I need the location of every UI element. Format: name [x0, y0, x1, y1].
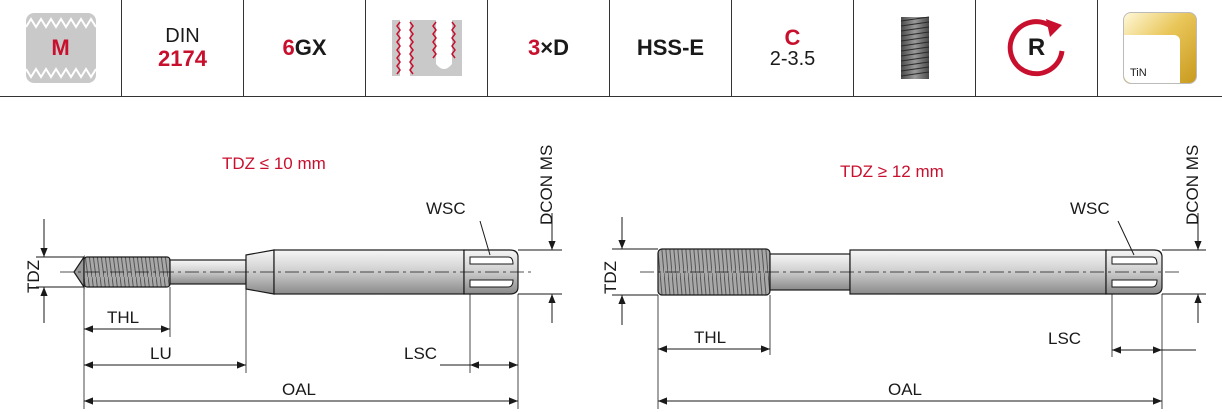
small-oal-label: OAL [282, 380, 316, 399]
large-tap-body [640, 248, 1180, 296]
large-tap-caption: TDZ ≥ 12 mm [840, 162, 944, 181]
thread-type-label: M [51, 35, 70, 60]
hole-type-cell [366, 0, 488, 96]
tolerance-prefix: 6 [282, 35, 295, 61]
large-tap-drawing: TDZ ≥ 12 mm TDZ DCON MS WSC [601, 145, 1206, 409]
tolerance-suffix: GX [294, 35, 327, 61]
coating-cell: TiN [1098, 0, 1222, 96]
rotation-cell: R [976, 0, 1098, 96]
small-lu-label: LU [150, 344, 172, 363]
small-tap-body [60, 249, 534, 295]
chamfer-form: C [784, 24, 801, 50]
straight-flute-icon [900, 16, 929, 79]
thread-depth-suffix: ×D [540, 35, 569, 61]
thread-depth-prefix: 3 [528, 35, 541, 61]
large-wsc-label: WSC [1070, 199, 1110, 218]
small-wsc-leader [479, 220, 491, 256]
thread-type-cell: M [0, 0, 122, 96]
material-label: HSS-E [636, 35, 705, 60]
small-tap-caption: TDZ ≤ 10 mm [222, 154, 326, 173]
large-tdz-dimension [612, 217, 658, 325]
standard-prefix: DIN [165, 24, 200, 47]
standard-cell: DIN 2174 [122, 0, 244, 96]
metric-thread-icon: M [25, 13, 96, 83]
small-dcon-dimension [518, 213, 562, 323]
coating-label: TiN [1130, 67, 1147, 79]
chamfer-cell: C 2-3.5 [732, 0, 854, 96]
thread-depth-cell: 3×D [488, 0, 610, 96]
small-tdz-label: TDZ [24, 260, 43, 293]
large-lsc-label: LSC [1048, 329, 1081, 348]
tap-dimension-drawing: TDZ ≤ 10 mm TDZ DCON MS [24, 145, 1206, 409]
small-lsc-label: LSC [404, 344, 437, 363]
chamfer-threads: 2-3.5 [769, 48, 816, 71]
large-thl-label: THL [694, 328, 726, 347]
small-extension-lines [83, 287, 519, 409]
tin-coating-swatch: TiN [1123, 12, 1197, 84]
standard-number: 2174 [158, 45, 207, 71]
large-tdz-label: TDZ [601, 261, 620, 294]
large-oal-label: OAL [888, 380, 922, 399]
small-dcon-label: DCON MS [537, 145, 556, 225]
small-tdz-dimension [36, 219, 84, 323]
large-wsc-leader [1117, 220, 1135, 256]
small-tap-drawing: TDZ ≤ 10 mm TDZ DCON MS [24, 145, 562, 409]
small-thl-label: THL [107, 308, 139, 327]
right-hand-rotation-icon: R [1004, 15, 1070, 81]
small-wsc-label: WSC [426, 199, 466, 218]
large-dcon-dimension [1162, 213, 1206, 323]
large-dcon-label: DCON MS [1183, 145, 1202, 225]
rotation-label: R [1027, 34, 1046, 61]
flute-type-cell [854, 0, 976, 96]
material-cell: HSS-E [610, 0, 732, 96]
through-blind-hole-icon [391, 20, 462, 76]
